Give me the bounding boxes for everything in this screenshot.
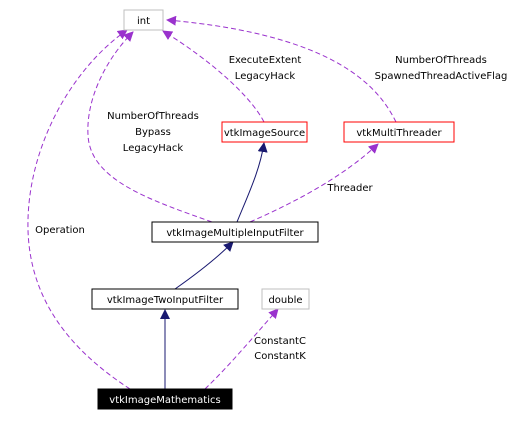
node-vtkMultiThreader-label: vtkMultiThreader xyxy=(356,128,442,139)
node-vtkMultiThreader[interactable]: vtkMultiThreader xyxy=(343,121,455,143)
edge-label-multi-int: NumberOfThreads xyxy=(107,111,199,122)
edge-label-source-int: ExecuteExtent xyxy=(229,55,302,66)
usage-edges xyxy=(27,15,397,390)
edge-label-source-int: LegacyHack xyxy=(235,71,296,82)
node-vtkImageMultipleInputFilter-label: vtkImageMultipleInputFilter xyxy=(166,228,304,239)
edge-label-threader-int: NumberOfThreads xyxy=(395,55,487,66)
edge-two-to-multi xyxy=(174,241,234,290)
node-vtkImageSource-label: vtkImageSource xyxy=(224,128,305,139)
node-int-label: int xyxy=(137,16,150,27)
edge-source-to-int xyxy=(162,30,265,123)
edge-label-multi-int: LegacyHack xyxy=(123,143,184,154)
edge-labels: ExecuteExtent LegacyHack NumberOfThreads… xyxy=(35,55,507,362)
node-double[interactable]: double xyxy=(261,288,310,310)
node-int[interactable]: int xyxy=(123,9,164,31)
edge-label-math-int: Operation xyxy=(35,225,85,236)
node-vtkImageSource[interactable]: vtkImageSource xyxy=(221,121,308,143)
node-vtkImageMultipleInputFilter[interactable]: vtkImageMultipleInputFilter xyxy=(151,221,319,243)
edge-label-math-double: ConstantC xyxy=(254,336,306,347)
edge-label-multi-int: Bypass xyxy=(135,127,171,138)
node-vtkImageMathematics-label: vtkImageMathematics xyxy=(109,395,220,406)
edge-math-to-double xyxy=(204,308,279,390)
edge-threader-to-int xyxy=(166,15,397,123)
edge-label-threader-int: SpawnedThreadActiveFlag xyxy=(375,71,508,82)
inheritance-edges xyxy=(160,142,268,389)
edge-label-math-double: ConstantK xyxy=(254,351,306,362)
node-vtkImageMathematics[interactable]: vtkImageMathematics xyxy=(97,388,233,410)
edge-multi-to-threader xyxy=(249,143,379,223)
node-double-label: double xyxy=(268,295,302,306)
edge-label-multi-threader: Threader xyxy=(326,183,373,194)
edge-multi-to-source xyxy=(236,142,268,223)
edge-multi-to-int xyxy=(87,31,213,223)
edge-math-to-int xyxy=(27,29,131,390)
node-vtkImageTwoInputFilter-label: vtkImageTwoInputFilter xyxy=(107,295,224,306)
node-vtkImageTwoInputFilter[interactable]: vtkImageTwoInputFilter xyxy=(91,288,239,310)
